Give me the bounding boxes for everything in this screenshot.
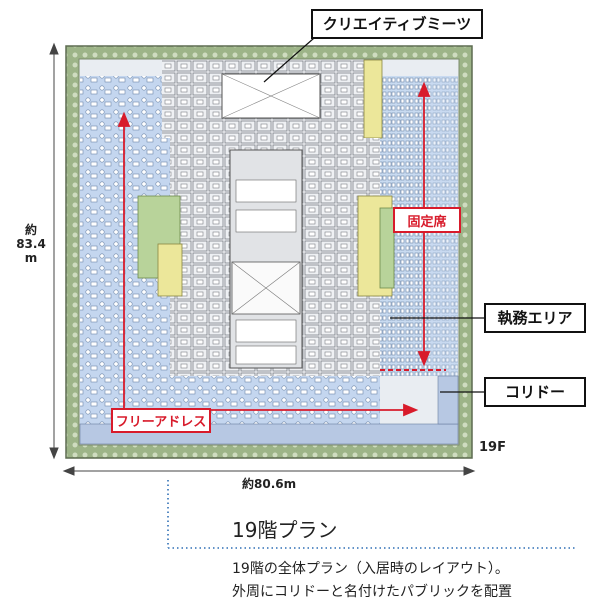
creative-meets-zone bbox=[162, 59, 383, 139]
corridor-zone bbox=[79, 375, 459, 445]
fixed-seats-label: 固定席 bbox=[393, 207, 461, 233]
floor-label: 19F bbox=[479, 440, 506, 455]
height-dimension: 約 83.4 m bbox=[12, 223, 50, 266]
free-address-label: フリーアドレス bbox=[111, 408, 211, 433]
corridor-label: コリドー bbox=[484, 377, 586, 407]
caption-rule bbox=[167, 480, 576, 549]
dimension-lines bbox=[49, 42, 476, 476]
height-prefix: 約 bbox=[24, 223, 37, 237]
height-unit: m bbox=[24, 250, 38, 265]
caption-line-2: 外周にコリドーと名付けたパブリックを配置 bbox=[232, 584, 512, 600]
caption-line-1: 19階の全体プラン（入居時のレイアウト）。 bbox=[232, 561, 509, 577]
height-value: 83.4 bbox=[16, 236, 46, 251]
building-core bbox=[137, 138, 395, 376]
creative-meets-label: クリエイティブミーツ bbox=[311, 9, 483, 39]
width-dimension: 約80.6m bbox=[238, 477, 301, 492]
caption-body: 19階の全体プラン（入居時のレイアウト）。 外周にコリドーと名付けたパブリックを… bbox=[232, 558, 512, 604]
caption-title: 19階プラン bbox=[232, 518, 338, 542]
work-area-label: 執務エリア bbox=[484, 303, 586, 333]
